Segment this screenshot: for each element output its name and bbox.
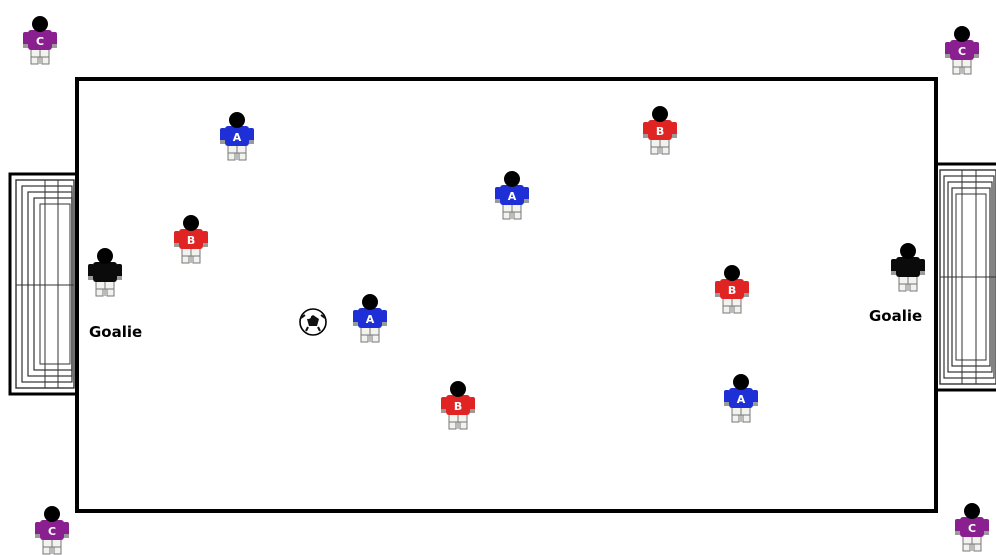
player-a-3-letter: A — [366, 313, 375, 326]
player-c-top-right-letter: C — [958, 45, 966, 58]
player-c-top-left-letter: C — [36, 35, 44, 48]
player-a-4-letter: A — [737, 393, 746, 406]
soccer-ball — [300, 309, 326, 335]
player-c-bottom-left-letter: C — [48, 525, 56, 538]
player-a-1-letter: A — [233, 131, 242, 144]
player-b-4-letter: B — [454, 400, 462, 413]
player-c-bottom-right-letter: C — [968, 522, 976, 535]
player-b-2-letter: B — [187, 234, 195, 247]
goalie-label-right: Goalie — [869, 307, 922, 325]
player-b-1-letter: B — [656, 125, 664, 138]
player-b-3-letter: B — [728, 284, 736, 297]
player-a-2-letter: A — [508, 190, 517, 203]
goalie-label-left: Goalie — [89, 323, 142, 341]
